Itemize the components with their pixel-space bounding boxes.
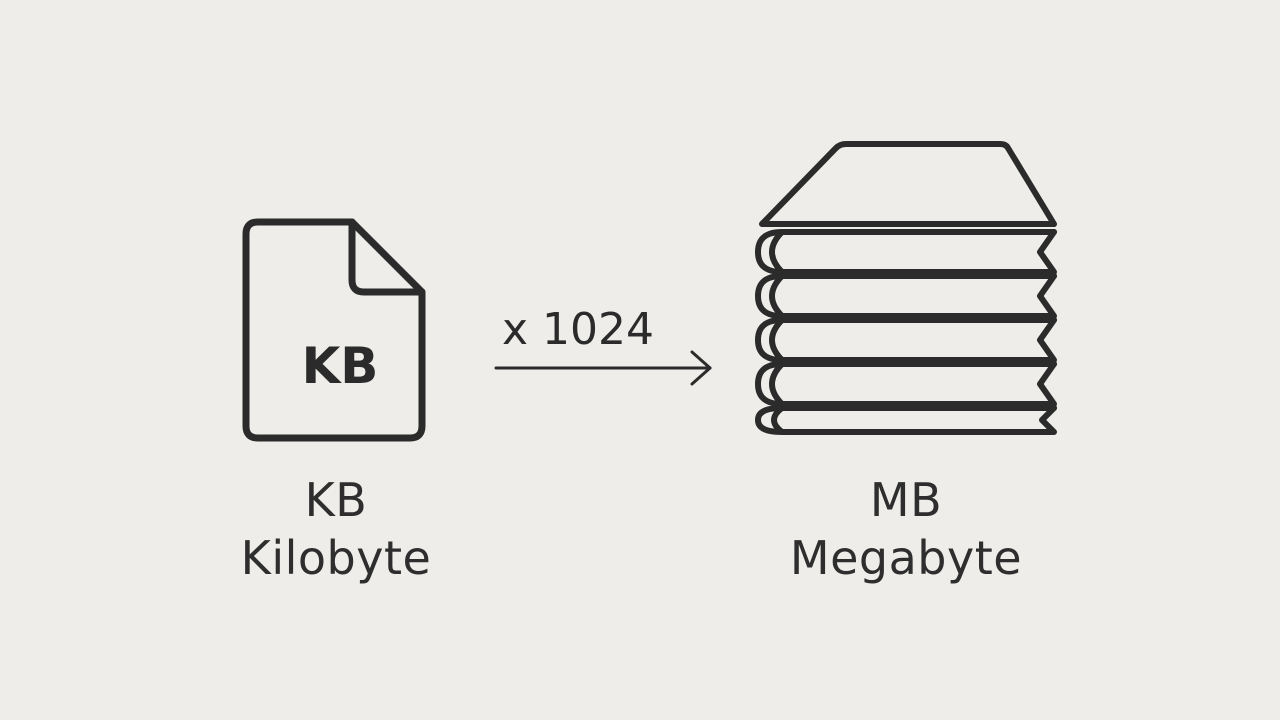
document-badge-label: KB bbox=[301, 337, 379, 395]
arrow-right-icon bbox=[494, 350, 712, 386]
document-icon bbox=[242, 218, 426, 442]
kilobyte-name: Kilobyte bbox=[240, 531, 432, 585]
megabyte-abbr: MB bbox=[869, 473, 943, 527]
megabyte-caption: MB Megabyte bbox=[756, 474, 1056, 590]
conversion-factor-label: x 1024 bbox=[501, 304, 654, 355]
kilobyte-caption: KB Kilobyte bbox=[186, 474, 486, 590]
stacked-books-icon bbox=[755, 141, 1057, 435]
kilobyte-abbr: KB bbox=[304, 473, 368, 527]
megabyte-name: Megabyte bbox=[789, 531, 1023, 585]
